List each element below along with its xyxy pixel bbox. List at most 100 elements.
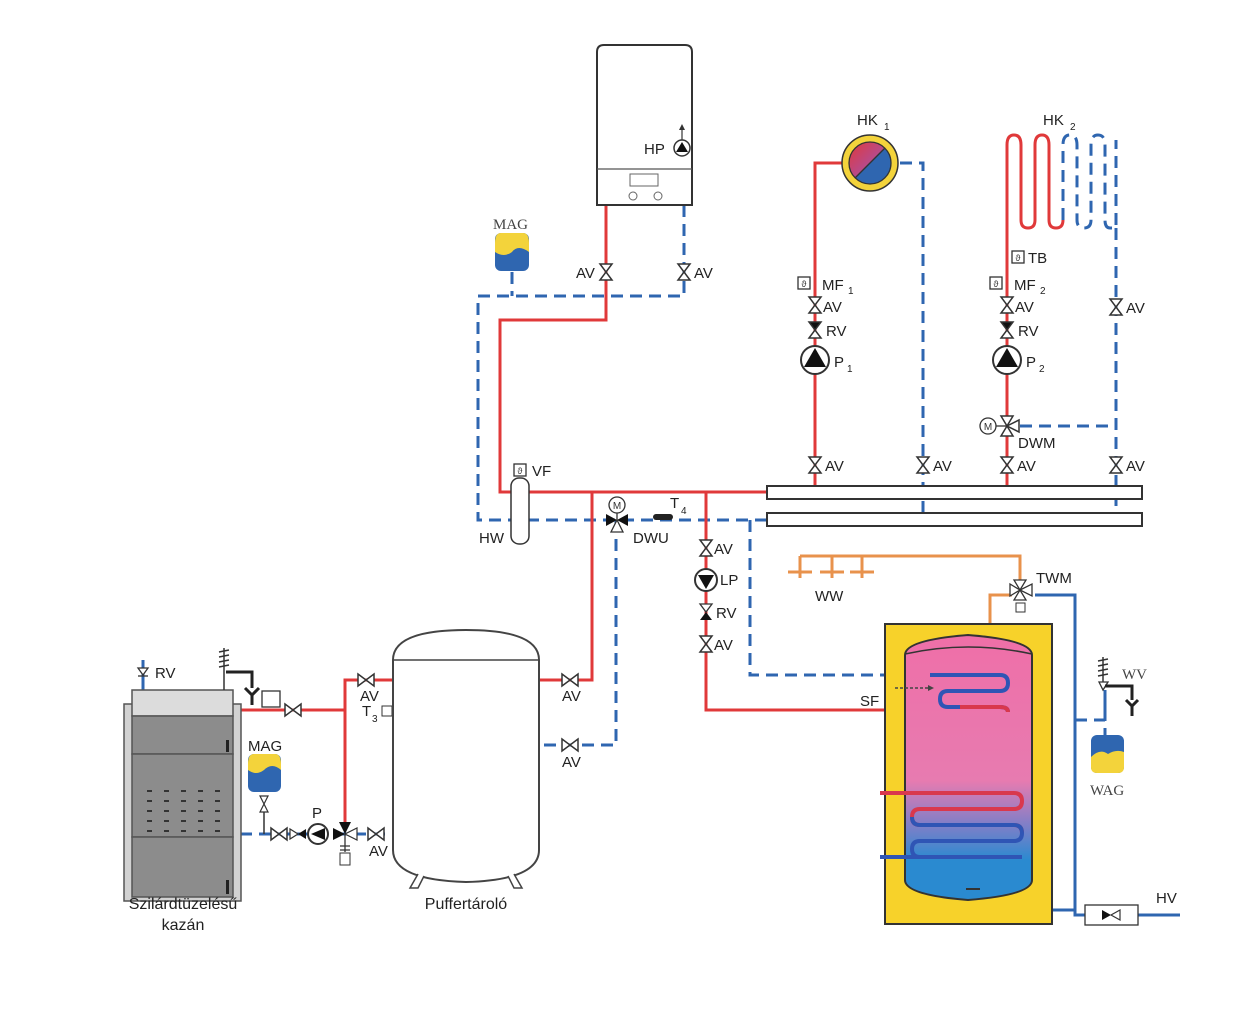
av-valve-icon xyxy=(1000,296,1014,314)
dwm-label: DWM xyxy=(1018,435,1056,452)
t4-label: T xyxy=(670,495,679,512)
hot-water-storage-tank xyxy=(880,623,1053,925)
av-valve-icon xyxy=(561,673,579,687)
av-label: AV xyxy=(562,688,581,705)
pump-icon xyxy=(800,345,830,375)
three-way-diverter-valve-icon: M xyxy=(606,496,628,533)
av-label: AV xyxy=(714,541,733,558)
hk1-return-pipe xyxy=(900,161,925,520)
p2-sub: 2 xyxy=(1039,364,1045,375)
thermostatic-mixing-valve-icon xyxy=(1009,579,1033,613)
hk2-floor-loop-hot xyxy=(1005,133,1065,230)
expansion-vessel-icon xyxy=(495,233,529,271)
dwu-label: DWU xyxy=(633,530,669,547)
av-label: AV xyxy=(1126,300,1145,317)
hk1-label: HK xyxy=(857,112,878,129)
safety-valve-icon xyxy=(218,648,281,708)
twm-label: TWM xyxy=(1036,570,1072,587)
check-valve-icon xyxy=(698,603,714,620)
av-valve-icon xyxy=(284,703,302,717)
av-valve-icon xyxy=(699,635,713,653)
buffer-tank xyxy=(392,628,540,889)
hp-label: HP xyxy=(644,141,665,158)
sf-label: SF xyxy=(860,693,879,710)
av-valve-icon xyxy=(1109,298,1123,316)
hk1-sub: 1 xyxy=(884,122,890,133)
av-valve-icon xyxy=(916,456,930,474)
av-valve-icon xyxy=(1109,456,1123,474)
t4-sensor-icon xyxy=(653,514,673,520)
av-valve-icon xyxy=(677,263,691,281)
av-valve-icon xyxy=(357,673,375,687)
cold-water-line xyxy=(1035,593,1085,917)
mf1-label: MF xyxy=(822,277,844,294)
check-valve-icon xyxy=(808,321,822,339)
t4-sub: 4 xyxy=(681,506,687,517)
temperature-sensor-icon xyxy=(513,463,527,477)
ww-label: WW xyxy=(815,588,844,605)
av-label: AV xyxy=(694,265,713,282)
av-valve-icon xyxy=(808,456,822,474)
pump-icon xyxy=(992,345,1022,375)
hw-label: HW xyxy=(479,530,505,547)
av-valve-icon xyxy=(1000,456,1014,474)
safety-valve-icon xyxy=(1097,657,1140,716)
av-valve-icon xyxy=(699,539,713,557)
hk1-supply-pipe xyxy=(813,161,845,492)
mf2-label: MF xyxy=(1014,277,1036,294)
av-label: AV xyxy=(576,265,595,282)
hk2-floor-loop-cold xyxy=(1061,133,1118,230)
wv-label: WV xyxy=(1122,667,1147,683)
wag-pipe xyxy=(1075,718,1107,735)
expansion-vessel-icon xyxy=(248,754,281,834)
water-expansion-vessel-icon xyxy=(1091,735,1124,773)
svg-text:M: M xyxy=(984,422,992,433)
lp-label: LP xyxy=(720,572,738,589)
ww-outlets xyxy=(788,556,874,578)
pump-boiler-label: P xyxy=(312,805,322,822)
three-way-mixing-valve-icon: M xyxy=(979,415,1020,437)
av-valve-icon xyxy=(270,827,288,841)
supply-main-pipe xyxy=(498,205,1130,494)
supply-manifold xyxy=(766,485,1143,500)
p2-label: P xyxy=(1026,354,1036,371)
buffer-return-pipe xyxy=(540,520,618,747)
tank-hot-outlet xyxy=(988,593,1012,635)
av-valve-icon xyxy=(367,827,385,841)
pump-icon xyxy=(307,823,329,845)
t3-label: T xyxy=(362,703,371,720)
storage-coil-return-pipe xyxy=(748,520,1000,677)
rv-boiler-label: RV xyxy=(155,665,176,682)
wag-label: WAG xyxy=(1090,783,1124,799)
av-label: AV xyxy=(369,843,388,860)
av-label: AV xyxy=(933,458,952,475)
check-valve-icon xyxy=(136,667,150,677)
mf2-sub: 2 xyxy=(1040,286,1046,297)
return-manifold xyxy=(766,512,1143,527)
thermostat-icon xyxy=(989,276,1003,290)
ww-line xyxy=(800,554,1022,580)
av-valve-icon xyxy=(599,263,613,281)
av-valve-icon xyxy=(808,296,822,314)
hydraulic-separator xyxy=(510,477,530,545)
hk2-label: HK xyxy=(1043,112,1064,129)
hv-label: HV xyxy=(1156,890,1177,907)
hp-pump-icon xyxy=(673,124,691,157)
t3-sensor-icon xyxy=(381,705,393,717)
mf1-sub: 1 xyxy=(848,286,854,297)
buffer-hot-pipe xyxy=(540,492,594,682)
t3-sub: 3 xyxy=(372,714,378,725)
thermostat-icon xyxy=(1011,250,1025,264)
tb-label: TB xyxy=(1028,250,1047,267)
p1-label: P xyxy=(834,354,844,371)
mag-boiler-label: MAG xyxy=(248,738,282,755)
vf-label: VF xyxy=(532,463,551,480)
av-label: AV xyxy=(360,688,379,705)
av-label: AV xyxy=(1017,458,1036,475)
check-valve-icon xyxy=(1102,908,1121,922)
rv-lp-label: RV xyxy=(716,605,737,622)
av-label: AV xyxy=(1126,458,1145,475)
svg-text:M: M xyxy=(613,501,621,512)
av-valve-icon xyxy=(561,738,579,752)
